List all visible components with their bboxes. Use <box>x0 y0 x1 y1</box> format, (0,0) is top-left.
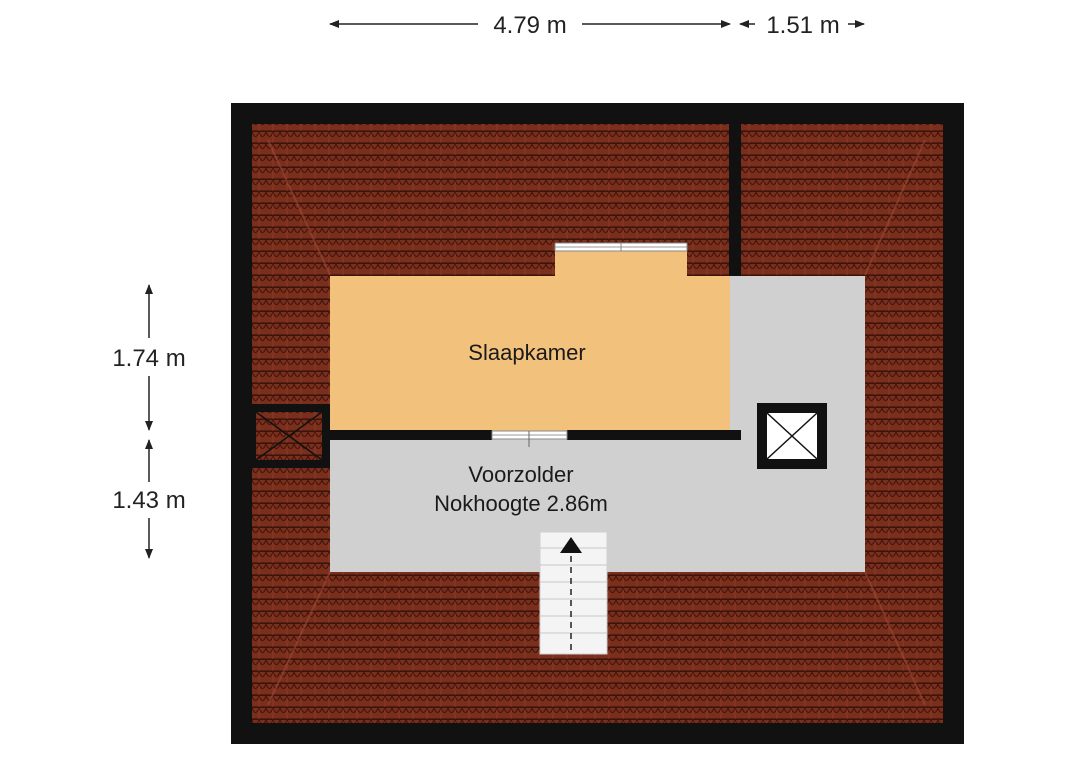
chimney-shaft-icon <box>248 404 330 468</box>
bedroom-dormer <box>555 248 687 278</box>
dimension-left-lower-label: 1.43 m <box>112 487 185 514</box>
dimension-top-side: 1.51 m <box>739 12 865 39</box>
stairs <box>539 531 608 655</box>
dimension-left-upper-label: 1.74 m <box>112 345 185 372</box>
attic-label: Voorzolder <box>468 462 573 487</box>
dimension-left-lower: 1.43 m <box>112 439 186 559</box>
dormer-window <box>554 242 688 252</box>
bedroom-wall-bottom-right <box>567 430 741 440</box>
bedroom-door-opening <box>491 430 568 447</box>
attic-ridge-height: Nokhoogte 2.86m <box>434 491 608 516</box>
stairs-up-arrow-icon <box>560 537 582 553</box>
bedroom-label: Slaapkamer <box>468 340 585 365</box>
bedroom-wall-bottom-left <box>318 430 492 440</box>
dimension-top-main-label: 4.79 m <box>493 12 566 39</box>
dimension-top-side-label: 1.51 m <box>766 12 839 39</box>
bedroom-floor <box>330 276 730 431</box>
roof-hatch-icon <box>757 403 827 469</box>
dimension-top-main: 4.79 m <box>329 12 731 39</box>
roof-hip-lines <box>267 139 926 706</box>
dimension-left-upper: 1.74 m <box>112 284 186 431</box>
